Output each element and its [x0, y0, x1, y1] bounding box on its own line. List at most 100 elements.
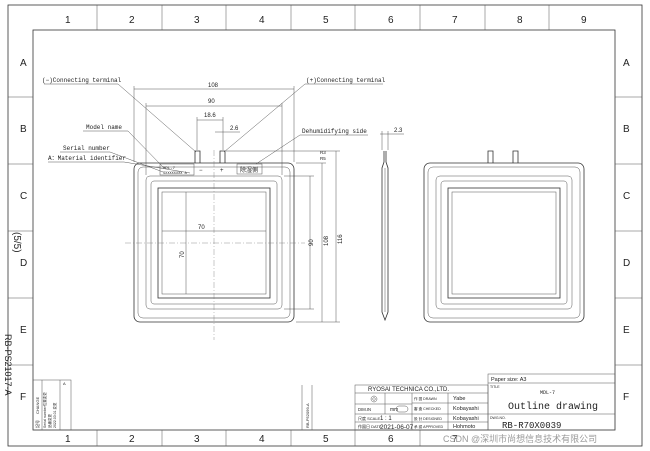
- dim-radius-2: R5: [320, 156, 326, 161]
- grid-col-5: 5: [323, 15, 329, 26]
- grid-row-a: A: [20, 58, 27, 69]
- callout-model-name: Model name: [86, 124, 122, 131]
- date-label: 作図日 DATE: [358, 423, 382, 429]
- scale-value: 1 : 1: [380, 416, 392, 422]
- side-profile: [381, 151, 389, 322]
- drawing-title: Outline drawing: [508, 401, 598, 413]
- checked-name: Kobayashi: [453, 406, 479, 412]
- grid-row-labels-left: A B C D E F: [20, 58, 27, 403]
- callout-dehumid-side: Dehumidifying side: [302, 128, 367, 135]
- revision-header-change: CHANGE: [35, 397, 40, 414]
- title-block: RYOSAI TECHNICA CO.,LTD. DIM.IN mm 尺度 SC…: [354, 373, 616, 431]
- grid-col-2: 2: [129, 15, 135, 26]
- grid-col-4-bottom: 4: [259, 434, 265, 445]
- grid-col-1-bottom: 1: [65, 434, 71, 445]
- dehumid-side-mark-box: [236, 163, 263, 175]
- dim-thickness: 2.3: [394, 128, 403, 134]
- grid-col-2-bottom: 2: [129, 434, 135, 445]
- callout-neg-terminal: (−)Connecting terminal: [42, 77, 122, 84]
- rear-terminal-right: [512, 150, 519, 163]
- dim-terminal-pitch: 18.6: [204, 113, 216, 119]
- grid-column-labels-bottom: 1 2 3 4 5 6 7: [65, 434, 458, 445]
- dim-inner-width: 90: [208, 99, 215, 105]
- grid-col-7: 7: [452, 15, 458, 26]
- dim-overall-height: 116: [338, 234, 344, 244]
- rear-window-outer: [447, 187, 561, 299]
- positive-terminal: [219, 150, 226, 163]
- grid-row-b: B: [20, 124, 27, 135]
- grid-col-9: 9: [581, 15, 587, 26]
- leader-dehumid-side: [255, 134, 368, 165]
- document-code-text: RB-PS21017-A: [3, 334, 13, 396]
- part-serial-label: SXXXXXXXX A: [163, 172, 188, 176]
- revision-code: RB-P52099-A: [305, 403, 310, 428]
- sheet-outer-border: [7, 4, 643, 447]
- grid-row-e-right: E: [623, 325, 630, 336]
- grid-col-4: 4: [259, 15, 265, 26]
- grid-row-d-right: D: [623, 258, 630, 269]
- rear-view: [423, 150, 585, 323]
- dim-terminal-width: 2.6: [230, 126, 239, 132]
- page-number-text: (5/5): [11, 232, 22, 253]
- drawn-name: Yabe: [453, 396, 465, 402]
- drawing-number: RB-R70X0039: [502, 421, 561, 431]
- rear-window-inner: [451, 191, 557, 295]
- grid-col-3-bottom: 3: [194, 434, 200, 445]
- title-label: TITLE: [490, 385, 500, 389]
- grid-row-labels-right: A B C D E F: [623, 58, 630, 403]
- scale-stamp-icon: [395, 405, 409, 413]
- revision-header-sym: 記号: [34, 420, 40, 428]
- grid-row-e: E: [20, 325, 27, 336]
- rear-body-outline: [423, 162, 585, 323]
- leader-neg-terminal: [44, 83, 197, 153]
- leader-model-name: [83, 130, 164, 168]
- grid-row-f-right: F: [623, 392, 629, 403]
- grid-col-6: 6: [388, 15, 394, 26]
- rear-electrode-loop-inner: [440, 180, 568, 305]
- designed-label: 設 計 DESIGNED: [414, 416, 442, 421]
- grid-row-a-right: A: [623, 58, 630, 69]
- leader-material-id: [48, 161, 191, 174]
- grid-row-c: C: [20, 191, 27, 202]
- grid-row-b-right: B: [623, 124, 630, 135]
- grid-column-ticks: [96, 5, 550, 446]
- drawn-label: 作 図 DRAWN: [414, 396, 437, 401]
- dim-radius-1: R3: [320, 150, 326, 155]
- grid-col-7-bottom: 7: [452, 434, 458, 445]
- rear-terminal-left: [487, 150, 494, 163]
- part-model-label: MDL-7: [163, 167, 176, 171]
- negative-terminal: [194, 150, 201, 163]
- title-model: MDL-7: [540, 390, 555, 396]
- dim-body-height: 108: [324, 235, 330, 246]
- dim-inner-height: 90: [309, 239, 315, 246]
- scale-label: 尺度 SCALE: [358, 415, 381, 421]
- dehumid-side-mark: 除湿側: [240, 166, 258, 174]
- grid-column-labels-top: 1 2 3 4 5 6 7 8 9: [65, 15, 587, 26]
- grid-col-6-bottom: 6: [388, 434, 394, 445]
- side-view: 2.3: [380, 128, 404, 322]
- dim-window-height: 70: [180, 251, 186, 258]
- callout-material-id: A：Material identifier: [48, 155, 126, 162]
- leader-pos-terminal: [223, 83, 383, 153]
- grid-row-d: D: [20, 258, 27, 269]
- part-label-area: [159, 163, 195, 176]
- grid-col-3: 3: [194, 15, 200, 26]
- front-view: MDL-7 SXXXXXXXX A − + 除湿側 108 90 18.6 2.…: [44, 83, 383, 340]
- rear-body-inner-outline: [427, 166, 581, 319]
- paper-size: Paper size: A3: [491, 377, 526, 383]
- minus-mark: −: [199, 168, 203, 174]
- sheet-inner-border: [32, 29, 616, 431]
- plus-mark: +: [220, 168, 224, 174]
- dim-overall-width: 108: [208, 83, 219, 89]
- designed-name: Kobayashi: [453, 416, 479, 422]
- revision-block: 記号 CHANGE Serial number位置変更 品番変更 2022.03…: [32, 379, 310, 431]
- dwg-no-label: DWG.NO.: [490, 416, 506, 420]
- grid-row-c-right: C: [623, 191, 630, 202]
- callout-pos-terminal: (+)Connecting terminal: [306, 77, 386, 84]
- grid-row-f: F: [20, 392, 26, 403]
- rear-electrode-loop-outer: [435, 175, 573, 310]
- dim-window-width: 70: [198, 225, 205, 231]
- approved-label: 承 認 APPROVED: [414, 424, 444, 429]
- company-name: RYOSAI TECHNICA CO.,LTD.: [368, 387, 449, 393]
